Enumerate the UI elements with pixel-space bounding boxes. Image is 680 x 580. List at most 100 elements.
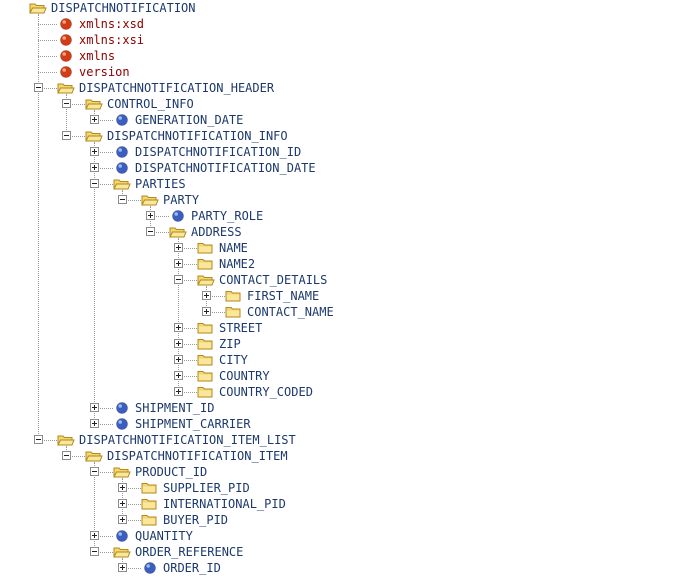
tree-node-label[interactable]: SUPPLIER_PID <box>163 481 250 495</box>
expand-toggle[interactable] <box>174 259 183 268</box>
tree-node-label[interactable]: DISPATCHNOTIFICATION_ITEM <box>107 449 288 463</box>
expand-toggle[interactable] <box>90 531 99 540</box>
tree-node-label[interactable]: xmlns:xsd <box>79 17 145 31</box>
expand-toggle[interactable] <box>90 163 99 172</box>
collapse-toggle[interactable] <box>90 179 99 188</box>
tree-node[interactable]: DISPATCHNOTIFICATION_INFO <box>0 128 680 144</box>
tree-node[interactable]: DISPATCHNOTIFICATION_ITEM_LIST <box>0 432 680 448</box>
expand-toggle[interactable] <box>90 403 99 412</box>
tree-node[interactable]: STREET <box>0 320 680 336</box>
tree-node[interactable]: CONTACT_DETAILS <box>0 272 680 288</box>
tree-node-label[interactable]: FIRST_NAME <box>247 289 320 303</box>
tree-node[interactable]: CONTROL_INFO <box>0 96 680 112</box>
expand-toggle[interactable] <box>174 339 183 348</box>
tree-node[interactable]: ADDRESS <box>0 224 680 240</box>
expand-toggle[interactable] <box>174 355 183 364</box>
tree-node[interactable]: INTERNATIONAL_PID <box>0 496 680 512</box>
tree-node-label[interactable]: SHIPMENT_ID <box>135 401 215 415</box>
collapse-toggle[interactable] <box>62 99 71 108</box>
tree-node-label[interactable]: STREET <box>219 321 263 335</box>
tree-node[interactable]: CONTACT_NAME <box>0 304 680 320</box>
tree-node[interactable]: DISPATCHNOTIFICATION_ID <box>0 144 680 160</box>
tree-node-label[interactable]: COUNTRY <box>219 369 270 383</box>
collapse-toggle[interactable] <box>34 83 43 92</box>
tree-node-label[interactable]: PRODUCT_ID <box>135 465 208 479</box>
tree-node-label[interactable]: DISPATCHNOTIFICATION <box>51 1 196 15</box>
tree-node[interactable]: PRODUCT_ID <box>0 464 680 480</box>
collapse-toggle[interactable] <box>62 131 71 140</box>
expand-toggle[interactable] <box>146 211 155 220</box>
tree-node[interactable]: ORDER_REFERENCE <box>0 544 680 560</box>
tree-node-label[interactable]: CONTACT_DETAILS <box>219 273 328 287</box>
tree-node[interactable]: DISPATCHNOTIFICATION_DATE <box>0 160 680 176</box>
tree-node-label[interactable]: PARTY <box>163 193 200 207</box>
tree-node[interactable]: SHIPMENT_ID <box>0 400 680 416</box>
expand-toggle[interactable] <box>90 419 99 428</box>
collapse-toggle[interactable] <box>34 435 43 444</box>
expand-toggle[interactable] <box>118 499 127 508</box>
tree-node[interactable]: QUANTITY <box>0 528 680 544</box>
collapse-toggle[interactable] <box>90 467 99 476</box>
collapse-toggle[interactable] <box>118 195 127 204</box>
tree-node[interactable]: SUPPLIER_PID <box>0 480 680 496</box>
tree-node[interactable]: GENERATION_DATE <box>0 112 680 128</box>
tree-node-label[interactable]: CONTROL_INFO <box>107 97 194 111</box>
tree-node[interactable]: ZIP <box>0 336 680 352</box>
tree-node[interactable]: PARTY_ROLE <box>0 208 680 224</box>
tree-node-label[interactable]: BUYER_PID <box>163 513 229 527</box>
tree-node[interactable]: PARTY <box>0 192 680 208</box>
tree-node[interactable]: CITY <box>0 352 680 368</box>
tree-node-label[interactable]: xmlns <box>79 49 116 63</box>
expand-toggle[interactable] <box>174 243 183 252</box>
tree-node[interactable]: BUYER_PID <box>0 512 680 528</box>
tree-node-label[interactable]: ORDER_ID <box>163 561 221 575</box>
expand-toggle[interactable] <box>90 147 99 156</box>
tree-node[interactable]: DISPATCHNOTIFICATION_HEADER <box>0 80 680 96</box>
collapse-toggle[interactable] <box>90 547 99 556</box>
tree-node-label[interactable]: DISPATCHNOTIFICATION_INFO <box>107 129 288 143</box>
expand-toggle[interactable] <box>118 515 127 524</box>
tree-node-label[interactable]: QUANTITY <box>135 529 193 543</box>
expand-toggle[interactable] <box>174 387 183 396</box>
tree-node[interactable]: NAME2 <box>0 256 680 272</box>
tree-node[interactable]: DISPATCHNOTIFICATION_ITEM <box>0 448 680 464</box>
tree-node-label[interactable]: DISPATCHNOTIFICATION_DATE <box>135 161 316 175</box>
tree-node-label[interactable]: ZIP <box>219 337 241 351</box>
tree-node[interactable]: SHIPMENT_CARRIER <box>0 416 680 432</box>
tree-node[interactable]: FIRST_NAME <box>0 288 680 304</box>
tree-node-label[interactable]: PARTIES <box>135 177 186 191</box>
expand-toggle[interactable] <box>202 291 211 300</box>
expand-toggle[interactable] <box>90 115 99 124</box>
tree-node[interactable]: DISPATCHNOTIFICATION <box>0 0 680 16</box>
tree-node-label[interactable]: version <box>79 65 130 79</box>
tree-node-label[interactable]: CITY <box>219 353 248 367</box>
tree-node-label[interactable]: GENERATION_DATE <box>135 113 244 127</box>
tree-node-label[interactable]: DISPATCHNOTIFICATION_ID <box>135 145 302 159</box>
tree-node-label[interactable]: xmlns:xsi <box>79 33 145 47</box>
tree-node[interactable]: xmlns:xsd <box>0 16 680 32</box>
tree-node[interactable]: ORDER_ID <box>0 560 680 576</box>
tree-node-label[interactable]: CONTACT_NAME <box>247 305 334 319</box>
tree-node-label[interactable]: COUNTRY_CODED <box>219 385 313 399</box>
tree-node-label[interactable]: DISPATCHNOTIFICATION_ITEM_LIST <box>79 433 296 447</box>
tree-node-label[interactable]: PARTY_ROLE <box>191 209 264 223</box>
tree-node-label[interactable]: INTERNATIONAL_PID <box>163 497 286 511</box>
expand-toggle[interactable] <box>174 323 183 332</box>
tree-node-label[interactable]: SHIPMENT_CARRIER <box>135 417 251 431</box>
tree-node-label[interactable]: NAME <box>219 241 248 255</box>
tree-node-label[interactable]: NAME2 <box>219 257 256 271</box>
tree-node[interactable]: NAME <box>0 240 680 256</box>
expand-toggle[interactable] <box>202 307 211 316</box>
expand-toggle[interactable] <box>118 563 127 572</box>
collapse-toggle[interactable] <box>62 451 71 460</box>
collapse-toggle[interactable] <box>146 227 155 236</box>
tree-node-label[interactable]: DISPATCHNOTIFICATION_HEADER <box>79 81 275 95</box>
tree-node-label[interactable]: ADDRESS <box>191 225 242 239</box>
tree-node[interactable]: COUNTRY <box>0 368 680 384</box>
tree-node-label[interactable]: ORDER_REFERENCE <box>135 545 244 559</box>
expand-toggle[interactable] <box>174 371 183 380</box>
tree-node[interactable]: xmlns:xsi <box>0 32 680 48</box>
tree-node[interactable]: version <box>0 64 680 80</box>
expand-toggle[interactable] <box>118 483 127 492</box>
tree-node[interactable]: PARTIES <box>0 176 680 192</box>
